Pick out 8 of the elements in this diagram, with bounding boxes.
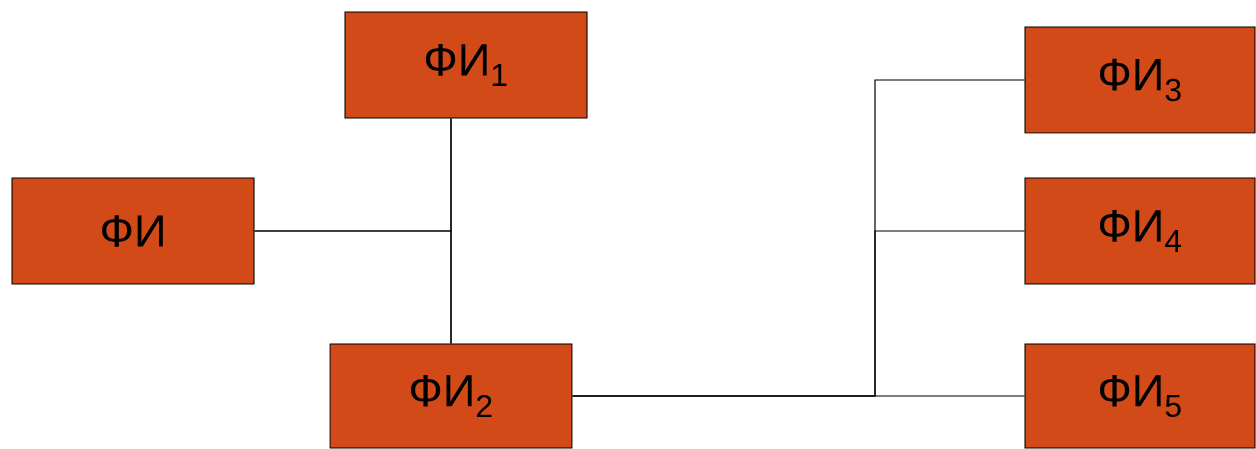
connector-line [571, 395, 1026, 397]
connector-line [253, 230, 452, 345]
process-box: ФИ$_{5}$ [1024, 343, 1256, 449]
process-box: ФИ$_{1}$ [344, 11, 588, 119]
process-box: ФИ$_{4}$ [1024, 177, 1256, 285]
process-box: ФИ$_{2}$ [329, 343, 573, 449]
process-box: ФИ [11, 177, 255, 285]
process-box: ФИ$_{3}$ [1024, 26, 1256, 134]
